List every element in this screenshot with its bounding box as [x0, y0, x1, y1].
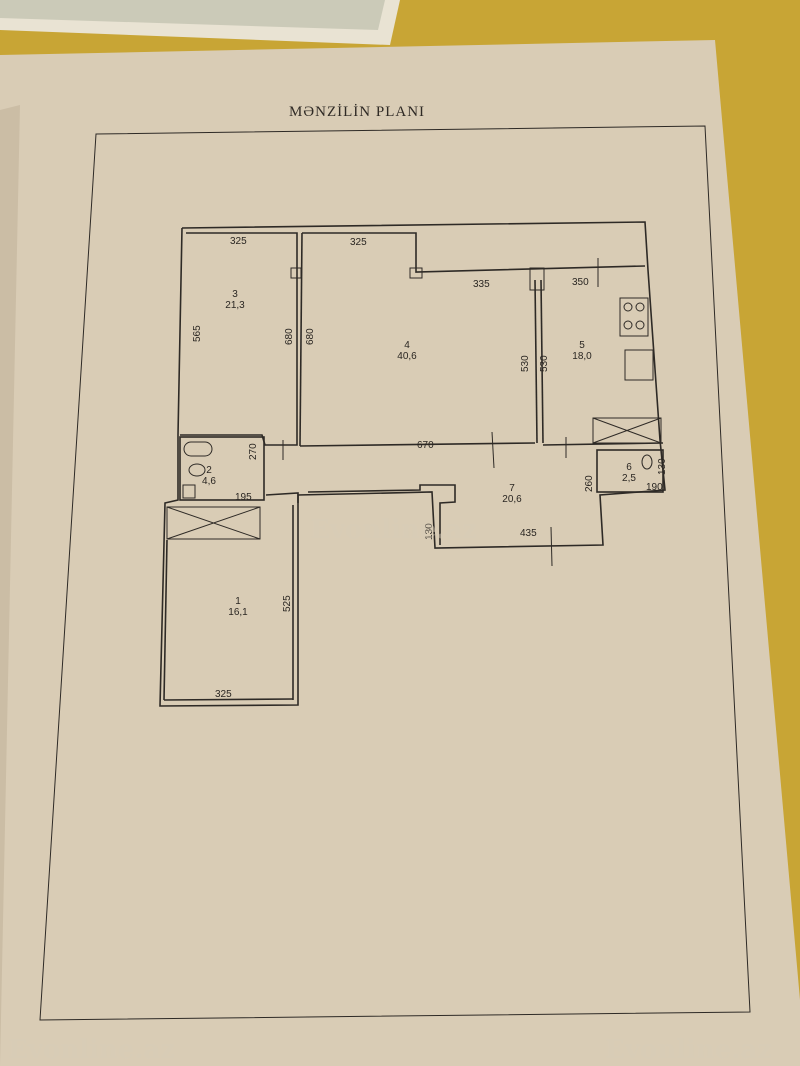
room-area: 4,6: [202, 476, 216, 487]
room-number: 6: [626, 462, 632, 473]
dimension: 680: [305, 328, 316, 345]
room-number: 3: [232, 289, 238, 300]
dimension: 325: [350, 237, 367, 248]
dimension: 565: [192, 325, 203, 342]
shaft: [166, 506, 261, 540]
room-area: 18,0: [572, 351, 592, 362]
certificate-border: [0, 0, 385, 30]
sink-icon: [182, 484, 196, 499]
watermark: Evonline.az: [310, 515, 477, 545]
wall: [534, 279, 538, 444]
room-number: 2: [206, 465, 212, 476]
room-area: 16,1: [228, 607, 248, 618]
room-number: 4: [404, 340, 410, 351]
dimension: 525: [282, 595, 293, 612]
burner: [623, 302, 633, 312]
dimension: 270: [248, 443, 259, 460]
wall-room-6: [596, 449, 664, 493]
wall: [163, 698, 294, 701]
room-area: 21,3: [225, 300, 245, 311]
dimension: 190: [646, 482, 663, 493]
room-number: 7: [509, 483, 515, 494]
watermark: Evonline.az: [8, 1035, 175, 1065]
dimension: 195: [235, 492, 252, 503]
toilet-icon: [641, 454, 653, 470]
column: [409, 267, 423, 279]
door-mark: [491, 431, 495, 469]
floor-plan: [159, 221, 666, 707]
outer-wall: [159, 221, 666, 707]
wall: [299, 442, 536, 447]
dimension: 530: [520, 355, 531, 372]
door-mark: [550, 526, 553, 567]
watermark: Evonline.az: [605, 1035, 772, 1065]
column: [529, 267, 545, 291]
dimension: 130: [424, 523, 435, 540]
toilet-icon: [188, 463, 206, 477]
dimension: 335: [473, 279, 490, 290]
page-frame: [39, 125, 751, 1021]
document-page: [0, 40, 800, 1066]
room-area: 20,6: [502, 494, 522, 505]
dimension: 680: [284, 328, 295, 345]
wall: [265, 492, 299, 503]
wall-room-3: [180, 232, 298, 446]
wall-room-7: [307, 484, 456, 545]
shaft-cross: [592, 417, 662, 444]
shaft-cross: [166, 506, 261, 540]
dimension: 350: [572, 277, 589, 288]
burner: [635, 320, 645, 330]
burner: [635, 302, 645, 312]
wall: [540, 279, 544, 444]
dimension: 130: [657, 458, 668, 475]
room-number: 5: [579, 340, 585, 351]
dimension: 530: [539, 355, 550, 372]
dimension: 325: [215, 689, 232, 700]
dimension: 670: [417, 440, 434, 451]
room-labels: 3 21,3 4 40,6 5 18,0 2 4,6 6 2,5 7 20,6 …: [202, 289, 636, 618]
stove: [619, 297, 649, 337]
dimension: 260: [584, 475, 595, 492]
shaft: [592, 417, 662, 444]
page-title: MƏNZİLİN PLANI: [289, 104, 425, 120]
sink: [624, 349, 654, 381]
room-number: 1: [235, 596, 241, 607]
burner: [623, 320, 633, 330]
dimension-labels: 325 325 335 350 670 195 435 190 325 565 …: [192, 236, 668, 700]
dimension: 435: [520, 528, 537, 539]
wall: [163, 539, 168, 701]
bathtub-icon: [183, 441, 213, 457]
wall: [299, 232, 303, 447]
room-area: 2,5: [622, 473, 636, 484]
room-area: 40,6: [397, 351, 417, 362]
dimension: 325: [230, 236, 247, 247]
left-page-fold: [0, 105, 20, 1066]
wall-room-2: [179, 436, 265, 501]
